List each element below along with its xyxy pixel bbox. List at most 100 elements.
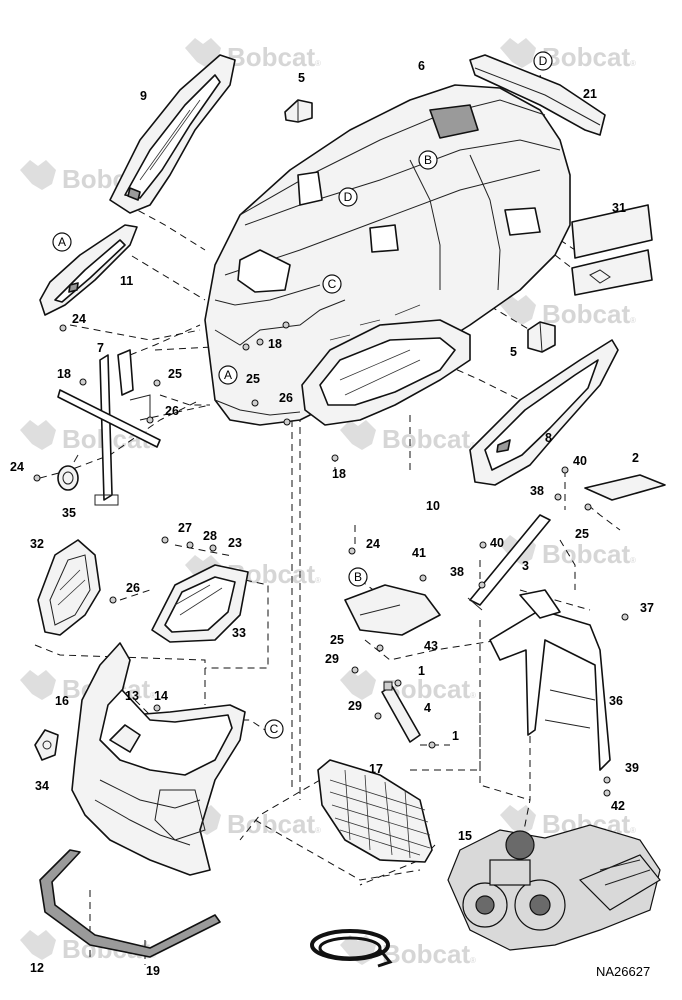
fastener-bolt [146,416,154,424]
part-callout-5: 5 [510,345,517,359]
fasteners-layer [33,321,629,797]
fastener-bolt [256,338,264,346]
fastener-bolt [79,378,87,386]
part-callout-29: 29 [325,652,339,666]
bobcat-logo-icon: Bobcat® [340,670,476,704]
part-callout-14: 14 [154,689,168,703]
part-callout-27: 27 [178,521,192,535]
watermark-registered-mark: ® [315,826,321,835]
part-callout-40: 40 [573,454,587,468]
fastener-bolt [109,596,117,604]
watermark-registered-mark: ® [630,826,636,835]
part-callout-9: 9 [140,89,147,103]
fastener-bolt [584,503,592,511]
reference-marker-c: C [322,274,342,294]
part-callout-25: 25 [246,372,260,386]
fastener-bolt [428,741,436,749]
part-34-latch [34,729,59,761]
watermark-text: Bobcat [227,809,315,839]
reference-marker-a: A [52,232,72,252]
part-callout-24: 24 [72,312,86,326]
fastener-bolt [621,613,629,621]
part-callout-15: 15 [458,829,472,843]
reference-letter: A [224,368,232,382]
watermark-registered-mark: ® [470,441,476,450]
watermark-text: Bobcat [382,939,470,969]
fastener-bolt [603,789,611,797]
part-callout-3: 3 [522,559,529,573]
fastener-bolt [479,541,487,549]
fastener-bolt [331,454,339,462]
part-callout-28: 28 [203,529,217,543]
part-callout-11: 11 [120,274,133,288]
reference-letter: D [539,54,548,68]
bobcat-logo-icon: Bobcat® [500,295,636,329]
part-5-pad-bottom [527,321,556,353]
reference-marker-a: A [218,365,238,385]
fastener-bolt [478,581,486,589]
part-5-pad-top [284,99,313,123]
part-callout-2: 2 [632,451,639,465]
part-callout-17: 17 [369,762,383,776]
watermark-registered-mark: ® [630,316,636,325]
part-callout-10: 10 [426,499,440,513]
part-callout-1: 1 [452,729,459,743]
part-callout-26: 26 [126,581,140,595]
part-callout-25: 25 [575,527,589,541]
fastener-bolt [394,679,402,687]
part-callout-32: 32 [30,537,44,551]
part-12-seal [39,849,221,958]
fastener-bolt [153,704,161,712]
drawing-number: NA26627 [596,964,650,979]
fastener-bolt [186,541,194,549]
part-callout-31: 31 [612,201,626,215]
part-6-hood [204,84,571,426]
part-callout-36: 36 [609,694,623,708]
reference-letter: C [328,277,337,291]
reference-marker-d: D [338,187,358,207]
fastener-bolt [376,644,384,652]
part-callout-13: 13 [125,689,139,703]
fastener-bolt [283,418,291,426]
part-callout-39: 39 [625,761,639,775]
fastener-bolt [251,399,259,407]
part-7-bracket [57,349,161,506]
reference-marker-b: B [418,150,438,170]
watermark-text: Bobcat [542,299,630,329]
part-31-decal [571,204,653,296]
part-11-panel [39,224,138,316]
fastener-bolt [348,547,356,555]
fastener-bolt [209,544,217,552]
reference-letter: A [58,235,66,249]
fastener-bolt [561,466,569,474]
reference-layer: A A B B C C D D [52,51,553,739]
part-callout-33: 33 [232,626,246,640]
part-callout-41: 41 [412,546,426,560]
fastener-bolt [153,379,161,387]
reference-marker-b: B [348,567,368,587]
part-callout-34: 34 [35,779,49,793]
watermark-registered-mark: ® [315,59,321,68]
fastener-bolt [554,493,562,501]
watermark-text: Bobcat [542,42,630,72]
reference-letter: C [270,722,279,736]
part-callout-18: 18 [268,337,282,351]
part-callout-21: 21 [583,87,597,101]
part-callout-4: 4 [424,701,431,715]
part-callout-7: 7 [97,341,104,355]
watermark-registered-mark: ® [150,691,156,700]
part-43-plate [344,584,441,636]
watermark-text: Bobcat [542,539,630,569]
part-17-screen [317,759,433,863]
part-callout-23: 23 [228,536,242,550]
bobcat-logo-icon: Bobcat® [185,38,321,72]
part-callout-12: 12 [30,961,44,975]
part-36-frame [489,589,611,771]
part-10-grille [301,319,471,426]
watermark-text: Bobcat [382,424,470,454]
part-callout-38: 38 [450,565,464,579]
bobcat-logo-icon: Bobcat® [340,935,476,969]
bobcat-logo-icon: Bobcat® [340,420,476,454]
